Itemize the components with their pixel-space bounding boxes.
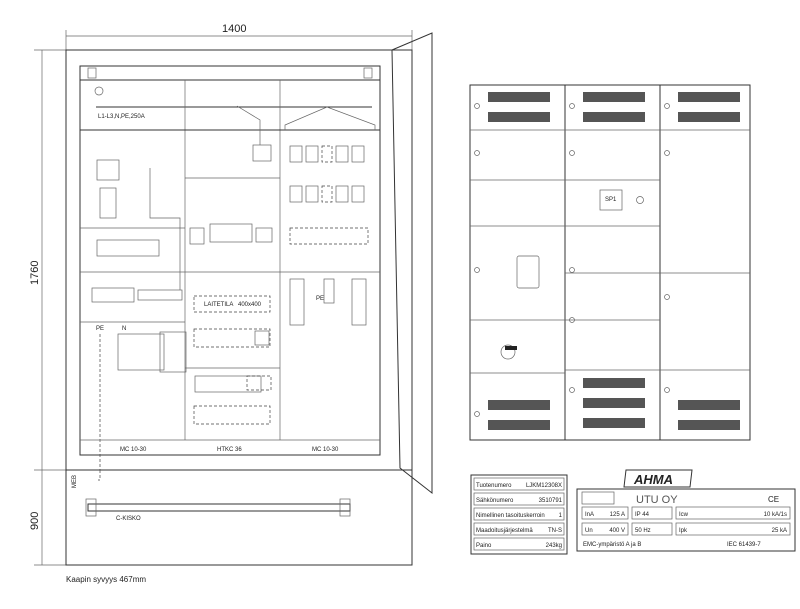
- width-label: 1400: [222, 23, 246, 35]
- nameplate-cell: Icw 10 kA/1s: [675, 506, 791, 520]
- info-row: Nimellinen tasoituskerroin 1: [473, 507, 565, 521]
- brand-logo: AHMA: [633, 472, 673, 487]
- terminal-pe-label: PE: [96, 326, 104, 332]
- cell-label: Un: [585, 528, 593, 534]
- cabinet-front-view: SP1: [469, 84, 751, 441]
- indicator-lamp-icon: [636, 196, 644, 204]
- info-row: Tuotenumero LJKM12308X: [473, 477, 565, 491]
- info-label: Sähkönumero: [476, 498, 514, 504]
- cell-label: InA: [585, 512, 594, 518]
- height-bottom-label: 900: [29, 512, 41, 530]
- column-label-left: MC 10-30: [120, 447, 147, 453]
- meter: SP1: [599, 189, 644, 211]
- info-row: Paino 243kg: [473, 537, 565, 551]
- column-label-middle: HTKC 36: [217, 447, 242, 453]
- cell-value: 10 kA/1s: [764, 512, 787, 518]
- cell-value: 400 V: [609, 528, 625, 534]
- info-label: Tuotenumero: [476, 483, 512, 489]
- nameplate-cell: Un 400 V: [581, 522, 629, 536]
- busbar-label: L1-L3,N,PE,250A: [98, 114, 145, 120]
- standard-text: IEC 61439-7: [727, 542, 761, 548]
- dimension-height: 1760 900: [29, 49, 66, 566]
- cell-value: 125 A: [610, 512, 625, 518]
- info-value: 1: [559, 513, 563, 519]
- nameplate-cell: Ipk 25 kA: [675, 522, 791, 536]
- info-value: TN-S: [548, 528, 562, 534]
- earth-symbol-icon: [94, 86, 104, 96]
- vent-grilles: [488, 92, 740, 430]
- nameplate-cell: 50 Hz: [631, 522, 673, 536]
- cell-value: 25 kA: [772, 528, 787, 534]
- info-value: LJKM12308X: [526, 483, 562, 489]
- info-value: 243kg: [546, 543, 562, 549]
- info-table: Tuotenumero LJKM12308X Sähkönumero 3510791N…: [470, 474, 568, 555]
- nameplate-cell: IP 44: [631, 506, 673, 520]
- equipment-space-size: 400x400: [238, 302, 262, 308]
- height-top-label: 1760: [29, 261, 41, 285]
- info-label: Nimellinen tasoituskerroin: [476, 513, 545, 519]
- nameplate-cell: InA 125 A: [581, 506, 629, 520]
- door-locks: [474, 103, 670, 417]
- info-row: Maadoitusjärjestelmä TN-S: [473, 522, 565, 536]
- info-value: 3510791: [539, 498, 563, 504]
- main-switch-handle: [500, 344, 516, 360]
- cell-label: IP 44: [635, 512, 650, 518]
- terminal-n-label: N: [122, 326, 126, 332]
- ce-mark: CE: [768, 495, 779, 504]
- depth-note: Kaapin syvyys 467mm: [66, 575, 146, 584]
- info-label: Maadoitusjärjestelmä: [476, 528, 533, 534]
- company-name: UTU OY: [636, 494, 678, 506]
- equipment-space-label: LAITETILA: [204, 302, 233, 308]
- c-rail: C-KISKO: [85, 498, 351, 522]
- c-rail-label: C-KISKO: [116, 516, 141, 522]
- window: [516, 255, 540, 289]
- info-row: Sähkönumero 3510791: [473, 492, 565, 506]
- cabinet-interior: L1-L3,N,PE,250A LAITETILA 400x400 PE PE …: [65, 32, 433, 566]
- meter-label: SP1: [605, 197, 617, 203]
- column-label-right: MC 10-30: [312, 447, 339, 453]
- cell-label: Ipk: [679, 528, 688, 534]
- info-label: Paino: [476, 543, 492, 549]
- fuse-row: [289, 145, 365, 203]
- nameplate: AHMA UTU OY CE InA 125 A IP 44 Icw 10 kA/1sU…: [576, 469, 796, 552]
- emc-text: EMC-ympäristö A ja B: [583, 542, 641, 548]
- meb-label: MEB: [72, 475, 78, 488]
- pe-label: PE: [316, 296, 324, 302]
- cell-label: Icw: [679, 512, 689, 518]
- cell-label: 50 Hz: [635, 528, 651, 534]
- dimension-width: 1400: [65, 23, 413, 50]
